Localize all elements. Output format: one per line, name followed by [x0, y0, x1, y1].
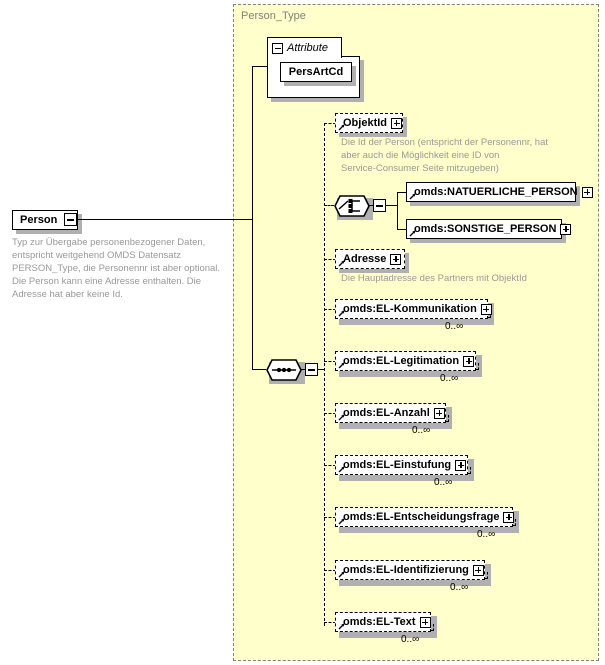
connector-trunk-vertical	[252, 66, 254, 370]
connector-stub-entscheidungsfrage	[324, 517, 336, 518]
element-person[interactable]: Person	[12, 210, 78, 230]
connector-stub-kommunikation	[324, 309, 336, 310]
element-omds-sonstige-person-label: omds:SONSTIGE_PERSON	[414, 222, 557, 235]
connector-stub-choice	[324, 205, 334, 206]
sequence-compositor[interactable]	[266, 359, 302, 381]
connector-choice-to-sonstige	[397, 229, 407, 231]
el-einstufung-cardinality: 0..∞	[434, 477, 453, 488]
element-person-label: Person	[20, 213, 58, 226]
el-entscheidungsfrage-cardinality: 0..∞	[477, 529, 496, 540]
el-text-expander-plus-icon[interactable]	[419, 616, 431, 628]
objektid-annotation: Die Id der Person (entspricht der Person…	[341, 137, 549, 174]
element-omds-el-entscheidungsfrage-label: omds:EL-Entscheidungsfrage	[343, 510, 500, 523]
element-omds-natuerliche-person[interactable]: omds:NATUERLICHE_PERSON	[406, 182, 593, 202]
connector-stub-einstufung	[324, 465, 336, 466]
connector-choice-expander-out	[385, 205, 398, 207]
element-omds-el-legitimation-label: omds:EL-Legitimation	[343, 354, 460, 367]
connector-stub-objektid	[324, 123, 336, 124]
connector-choice-to-natuerliche	[397, 192, 407, 194]
element-omds-natuerliche-person-label: omds:NATUERLICHE_PERSON	[414, 185, 578, 198]
el-kommunikation-expander-plus-icon[interactable]	[480, 303, 492, 315]
choice-compositor[interactable]	[334, 195, 370, 217]
person-annotation: Typ zur Übergabe personenbezogener Daten…	[12, 237, 221, 300]
element-omds-el-identifizierung-label: omds:EL-Identifizierung	[343, 563, 469, 576]
connector-stub-anzahl	[324, 413, 336, 414]
connector-person-to-trunk	[77, 219, 253, 221]
connector-trunk-to-attribute	[252, 66, 268, 68]
connector-stub-legitimation	[324, 361, 336, 362]
element-objektid-label: ObjektId	[343, 116, 388, 129]
el-identifizierung-expander-plus-icon[interactable]	[472, 564, 484, 576]
person-type-container	[233, 4, 599, 661]
connector-choice-branch-vertical	[397, 192, 399, 230]
element-omds-el-kommunikation[interactable]: omds:EL-Kommunikation	[335, 299, 492, 319]
connector-stub-text	[324, 622, 336, 623]
objektid-expander-plus-icon[interactable]	[391, 117, 403, 129]
choice-expander-minus-icon[interactable]	[373, 199, 386, 212]
connector-sequence-to-expander	[300, 369, 306, 371]
person-expander-minus-icon[interactable]	[64, 213, 77, 226]
connector-stub-adresse	[324, 259, 336, 260]
element-omds-el-kommunikation-label: omds:EL-Kommunikation	[343, 302, 477, 315]
element-adresse[interactable]: Adresse	[335, 249, 405, 269]
person-type-label: Person_Type	[241, 10, 306, 22]
element-omds-el-text-label: omds:EL-Text	[343, 615, 416, 628]
natuerliche-person-expander-plus-icon[interactable]	[581, 186, 593, 198]
sequence-expander-minus-icon[interactable]	[305, 363, 318, 376]
attribute-group-label: Attribute	[287, 42, 328, 54]
adresse-annotation: Die Hauptadresse des Partners mit Objekt…	[341, 273, 527, 284]
element-adresse-label: Adresse	[343, 252, 387, 265]
element-omds-el-einstufung-label: omds:EL-Einstufung	[343, 458, 452, 471]
attribute-persartcd-label: PersArtCd	[288, 65, 344, 78]
attribute-expander-minus-icon[interactable]	[272, 42, 283, 54]
el-einstufung-expander-plus-icon[interactable]	[455, 459, 467, 471]
connector-sequence-expander-to-branch	[317, 369, 325, 371]
element-omds-el-text[interactable]: omds:EL-Text	[335, 612, 431, 632]
element-omds-el-identifizierung[interactable]: omds:EL-Identifizierung	[335, 560, 485, 580]
attribute-group-header[interactable]: Attribute	[267, 37, 342, 58]
el-legitimation-cardinality: 0..∞	[440, 373, 459, 384]
element-omds-el-entscheidungsfrage[interactable]: omds:EL-Entscheidungsfrage	[335, 507, 515, 527]
el-identifizierung-cardinality: 0..∞	[450, 582, 469, 593]
el-entscheidungsfrage-expander-plus-icon[interactable]	[503, 511, 515, 523]
attribute-persartcd[interactable]: PersArtCd	[280, 62, 352, 82]
element-omds-el-anzahl-label: omds:EL-Anzahl	[343, 406, 430, 419]
element-omds-el-legitimation[interactable]: omds:EL-Legitimation	[335, 351, 476, 371]
el-legitimation-expander-plus-icon[interactable]	[463, 355, 475, 367]
el-text-cardinality: 0..∞	[401, 634, 420, 645]
sonstige-person-expander-plus-icon[interactable]	[560, 223, 572, 235]
el-anzahl-cardinality: 0..∞	[412, 425, 431, 436]
adresse-expander-plus-icon[interactable]	[390, 253, 402, 265]
connector-choice-to-expander	[368, 205, 374, 207]
element-omds-sonstige-person[interactable]: omds:SONSTIGE_PERSON	[406, 219, 572, 239]
element-omds-el-einstufung[interactable]: omds:EL-Einstufung	[335, 455, 468, 475]
connector-trunk-to-sequence	[252, 369, 266, 371]
el-kommunikation-cardinality: 0..∞	[445, 321, 464, 332]
connector-sequence-branch-spine	[324, 123, 325, 626]
el-anzahl-expander-plus-icon[interactable]	[433, 407, 445, 419]
element-omds-el-anzahl[interactable]: omds:EL-Anzahl	[335, 403, 446, 423]
element-objektid[interactable]: ObjektId	[335, 113, 403, 133]
connector-stub-identifizierung	[324, 570, 336, 571]
